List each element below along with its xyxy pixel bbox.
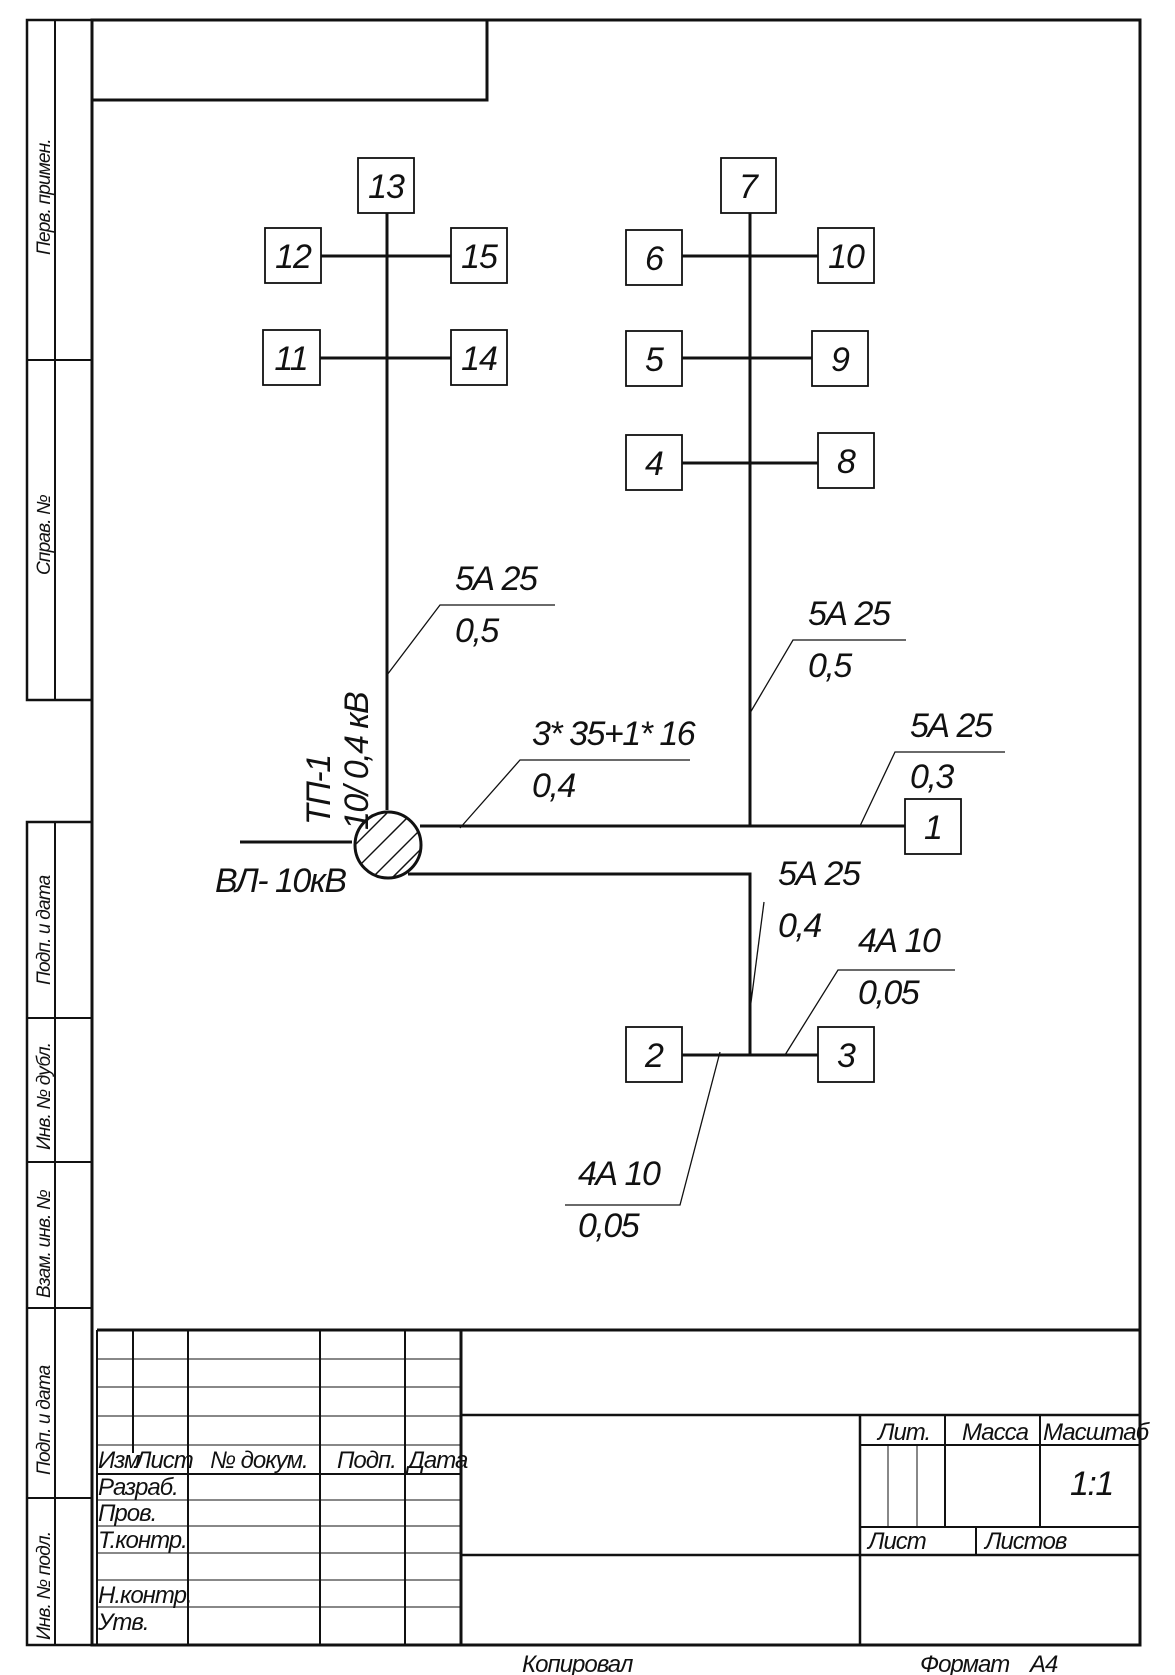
node-6-box [625, 229, 683, 286]
lower-branch-cable: 5А 25 [778, 855, 861, 893]
node-5-box [625, 330, 683, 387]
tb-prov: Пров. [98, 1500, 156, 1527]
side-label-inv-podl: Инв. № подл. [34, 1532, 55, 1640]
tb-razrab: Разраб. [98, 1474, 178, 1501]
side-stamp-bottom [25, 820, 94, 1647]
node-12-box [264, 227, 322, 284]
node-15-box [450, 227, 508, 284]
side-label-inv-dubl: Инв. № дубл. [34, 1043, 55, 1150]
node-11-label: 11 [274, 340, 307, 378]
tb-scale-value: 1:1 [1070, 1465, 1113, 1503]
tb-listov: Листов [983, 1528, 1067, 1555]
node2-length: 0,05 [578, 1207, 640, 1245]
main-cable: 3* 35+1* 16 [532, 715, 696, 753]
network-lines [240, 213, 905, 1057]
feeder-label: ВЛ- 10кВ [215, 862, 346, 900]
tb-list-label: Лист [866, 1528, 926, 1555]
substation-name: ТП-1 [300, 755, 338, 825]
side-label-podp-data-1: Подп. и дата [34, 875, 55, 985]
node-1-box [904, 798, 962, 855]
footer-format-label: Формат [920, 1651, 1009, 1675]
tb-utv: Утв. [97, 1609, 149, 1636]
tb-podp: Подп. [337, 1447, 396, 1474]
node1-cable: 5А 25 [910, 707, 993, 745]
node-7-box [720, 157, 777, 214]
tb-massa: Масса [962, 1419, 1029, 1446]
node-8-label: 8 [837, 443, 856, 481]
node-15-label: 15 [461, 238, 498, 276]
node2-cable: 4А 10 [578, 1155, 661, 1193]
node-1-label: 1 [924, 809, 942, 847]
node-5-label: 5 [645, 341, 664, 379]
tb-lit: Лит. [876, 1419, 930, 1446]
node-13-label: 13 [368, 168, 405, 206]
node-12-label: 12 [275, 238, 312, 276]
tb-izm: Изм [98, 1447, 140, 1474]
tb-data: Дата [405, 1447, 468, 1474]
node-3-label: 3 [837, 1037, 856, 1075]
node-14-box [450, 329, 508, 386]
right-branch-length: 0,5 [808, 647, 852, 685]
tb-n-kontr: Н.контр. [98, 1582, 192, 1609]
node-13-box [357, 157, 415, 214]
tb-masshtab: Масштаб [1043, 1419, 1151, 1446]
node-10-box [817, 227, 875, 284]
node-2-label: 2 [644, 1037, 664, 1075]
left-branch-length: 0,5 [455, 612, 499, 650]
node-2-box [625, 1026, 683, 1083]
tb-list: Лист [133, 1447, 193, 1474]
tb-no-dokum: № докум. [210, 1447, 308, 1474]
node-9-label: 9 [831, 341, 850, 379]
sheet-frame [90, 18, 1142, 1647]
right-branch-cable: 5А 25 [808, 595, 891, 633]
node-7-label: 7 [739, 168, 759, 206]
label-leaders [386, 604, 1005, 1206]
footer-kopiroval: Копировал [522, 1651, 634, 1675]
footer-format-value: А4 [1028, 1651, 1058, 1675]
title-block [96, 1328, 1140, 1645]
substation-voltage: 10/ 0,4 кВ [338, 692, 376, 830]
lower-branch-length: 0,4 [778, 907, 821, 945]
node-14-label: 14 [461, 340, 497, 378]
tb-t-kontr: Т.контр. [98, 1527, 187, 1554]
main-length: 0,4 [532, 767, 575, 805]
node3-cable: 4А 10 [858, 922, 941, 960]
node-11-box [262, 329, 321, 386]
node-9-box [811, 330, 869, 387]
node-3-box [817, 1026, 875, 1083]
node3-length: 0,05 [858, 974, 920, 1012]
node-10-label: 10 [828, 238, 865, 276]
side-label-podp-data-2: Подп. и дата [34, 1365, 55, 1475]
side-label-vzam-inv: Взам. инв. № [34, 1190, 55, 1298]
node1-length: 0,3 [910, 758, 954, 796]
node-8-box [817, 432, 875, 489]
node-6-label: 6 [645, 240, 664, 278]
node-4-box [625, 434, 683, 491]
left-branch-cable: 5А 25 [455, 560, 538, 598]
side-label-sprav-no: Справ. № [34, 495, 55, 575]
side-label-perv-primen: Перв. примен. [34, 139, 55, 255]
node-4-label: 4 [645, 445, 663, 483]
top-left-stamp [92, 20, 489, 102]
